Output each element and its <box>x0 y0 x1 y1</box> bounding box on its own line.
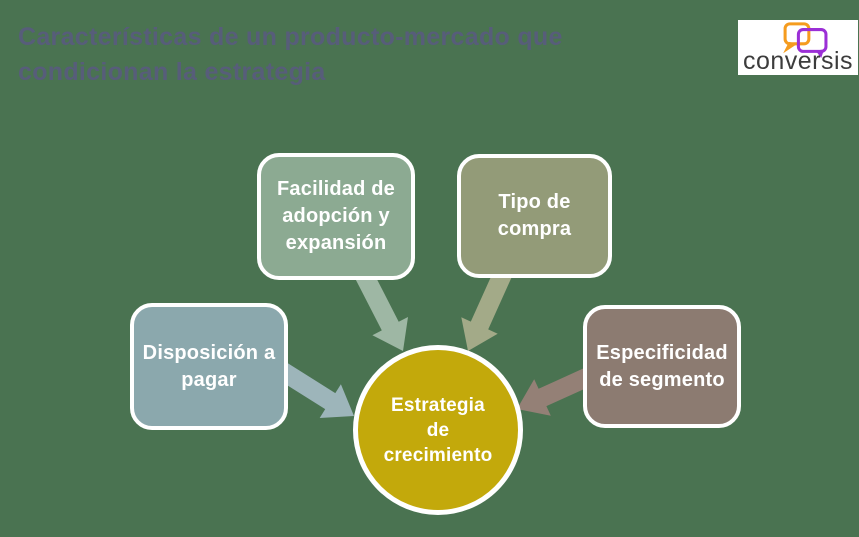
speech-bubbles-icon <box>783 22 828 59</box>
conversis-logo: conversis <box>738 20 858 75</box>
node-disposicion-a-pagar: Disposición a pagar <box>130 303 288 430</box>
node-tipo-de-compra: Tipo de compra <box>457 154 612 278</box>
node-label-especificidad: Especificidad de segmento <box>596 341 728 391</box>
node-label-tipo: Tipo de compra <box>497 191 572 240</box>
arrow-tipo-to-center <box>461 267 513 351</box>
purple-speech-bubble-icon <box>796 28 828 53</box>
node-estrategia-de-crecimiento: Estrategia de crecimiento <box>353 345 523 515</box>
node-facilidad-de-adopcion: Facilidad de adopción y expansión <box>257 153 415 280</box>
logo-wordmark: conversis <box>742 47 854 75</box>
node-label-disposicion: Disposición a pagar <box>142 341 276 391</box>
slide-title: Características de un producto-mercado q… <box>18 23 563 86</box>
node-label-facilidad: Facilidad de adopción y expansión <box>277 178 395 254</box>
node-especificidad-de-segmento: Especificidad de segmento <box>583 305 741 428</box>
node-label-estrategia: Estrategia de crecimiento <box>383 394 493 466</box>
